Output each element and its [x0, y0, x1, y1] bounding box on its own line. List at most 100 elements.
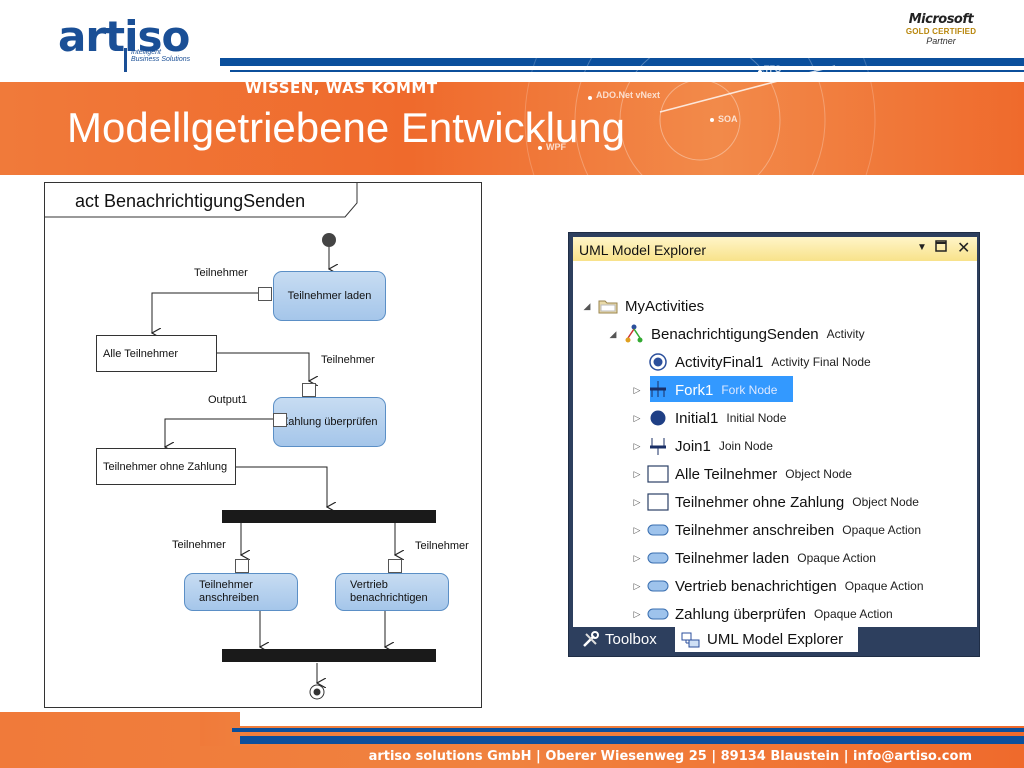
partner-name: Microsoft [908, 12, 974, 27]
collapsed-arrow-icon[interactable]: ▷ [633, 552, 641, 563]
pin-input [302, 383, 316, 397]
tree-item-myactivities[interactable]: ◢ MyActivities [581, 294, 705, 318]
activity-icon [623, 324, 645, 344]
action-icon [647, 576, 669, 596]
slogan: WISSEN, WAS KOMMT [245, 79, 438, 97]
maximize-icon[interactable] [935, 240, 947, 255]
tree-item-type: Initial Node [726, 411, 787, 425]
action-zahlung-pruefen: Zahlung überprüfen [273, 397, 386, 447]
fork-bar [222, 510, 436, 523]
collapsed-arrow-icon[interactable]: ▷ [633, 440, 641, 451]
tree-item-type: Activity Final Node [771, 355, 871, 369]
footer-blue-stripe [240, 736, 1024, 744]
logo-tagline: Intelligent Business Solutions [131, 49, 191, 63]
tree-item-name: BenachrichtigungSenden [651, 325, 819, 343]
tree-item-zahlung-pruefen[interactable]: ▷ Zahlung überprüfen Opaque Action [631, 602, 893, 626]
tree-item-name: MyActivities [625, 297, 705, 315]
action-label: anschreiben [199, 592, 259, 604]
pin-label: Teilnehmer [321, 354, 375, 366]
diagram-frame-tab [45, 183, 358, 218]
pin-label: Teilnehmer [194, 267, 248, 279]
uml-model-explorer-panel: UML Model Explorer ▼ ✕ ◢ MyActivities ◢ … [568, 232, 980, 657]
logo-bar [124, 48, 127, 72]
footer-white-band [240, 712, 1024, 726]
expanded-arrow-icon[interactable]: ◢ [609, 328, 617, 339]
pin-input [388, 559, 402, 573]
tree-item-teilnehmer-ohne-zahlung[interactable]: ▷ Teilnehmer ohne Zahlung Object Node [631, 490, 919, 514]
pin-output [273, 413, 287, 427]
tree-item-type: Opaque Action [813, 607, 893, 621]
tree-item-name: ActivityFinal1 [675, 353, 764, 371]
collapsed-arrow-icon[interactable]: ▷ [633, 468, 641, 479]
final-node-icon [647, 352, 669, 372]
deco-label-soa: SOA [718, 114, 738, 124]
header-white-band [0, 0, 1024, 82]
object-node-icon [647, 464, 669, 484]
fork-node-icon [647, 380, 669, 400]
close-icon[interactable]: ✕ [957, 240, 971, 257]
collapsed-arrow-icon[interactable]: ▷ [633, 608, 641, 619]
collapsed-arrow-icon[interactable]: ▷ [633, 524, 641, 535]
join-bar [222, 649, 436, 662]
tree-item-activityfinal1[interactable]: ActivityFinal1 Activity Final Node [631, 350, 871, 374]
action-icon [647, 548, 669, 568]
tree-item-type: Opaque Action [844, 579, 924, 593]
page-title: Modellgetriebene Entwicklung [67, 104, 625, 151]
tab-label: Toolbox [605, 631, 657, 648]
tree-item-name: Initial1 [675, 409, 719, 427]
activity-diagram: act BenachrichtigungSenden Teilnehmer la… [44, 182, 482, 708]
explorer-tree: ◢ MyActivities ◢ BenachrichtigungSenden … [573, 261, 977, 627]
header-decoration [524, 0, 876, 175]
tree-item-name: Fork1 [675, 381, 714, 399]
action-label: benachrichtigen [350, 592, 428, 604]
tab-toolbox[interactable]: Toolbox [577, 627, 673, 652]
deco-label-tfs: TFS [764, 64, 781, 74]
explorer-tab-strip: Toolbox UML Model Explorer [573, 627, 977, 654]
collapsed-arrow-icon[interactable]: ▷ [633, 384, 641, 395]
pin-input [235, 559, 249, 573]
slide-header: artiso Intelligent Business Solutions Mi… [0, 0, 1024, 175]
collapsed-arrow-icon[interactable]: ▷ [633, 580, 641, 591]
header-blue-stripe [220, 58, 1024, 66]
pin-label: Output1 [208, 394, 248, 406]
diagram-flows [45, 233, 481, 700]
tree-item-name: Teilnehmer laden [675, 549, 790, 567]
tree-item-type: Opaque Action [842, 523, 921, 537]
tree-item-name: Vertrieb benachrichtigen [675, 577, 837, 595]
partner-level: GOLD CERTIFIED [905, 27, 977, 36]
tree-item-fork1[interactable]: ▷ Fork1 Fork Node [631, 378, 777, 402]
action-teilnehmer-laden: Teilnehmer laden [273, 271, 386, 321]
pin-label: Teilnehmer [415, 540, 469, 552]
tree-item-alle-teilnehmer[interactable]: ▷ Alle Teilnehmer Object Node [631, 462, 852, 486]
tree-item-vertrieb-benachrichtigen[interactable]: ▷ Vertrieb benachrichtigen Opaque Action [631, 574, 924, 598]
tree-item-name: Zahlung überprüfen [675, 605, 806, 623]
pin-label: Teilnehmer [172, 539, 226, 551]
tree-item-teilnehmer-laden[interactable]: ▷ Teilnehmer laden Opaque Action [631, 546, 876, 570]
tab-uml-model-explorer[interactable]: UML Model Explorer [675, 627, 858, 652]
initial-node [322, 233, 336, 247]
tree-item-type: Fork Node [721, 383, 778, 397]
expanded-arrow-icon[interactable]: ◢ [583, 300, 591, 311]
header-blue-thin-stripe [230, 70, 1024, 72]
action-label: Teilnehmer laden [287, 289, 372, 302]
collapsed-arrow-icon[interactable]: ▷ [633, 496, 641, 507]
tree-item-benachrichtigungsenden[interactable]: ◢ BenachrichtigungSenden Activity [607, 322, 865, 346]
object-label: Alle Teilnehmer [103, 347, 179, 360]
tree-item-teilnehmer-anschreiben[interactable]: ▷ Teilnehmer anschreiben Opaque Action [631, 518, 921, 542]
action-label: Teilnehmer [199, 579, 253, 591]
tree-item-type: Object Node [785, 467, 852, 481]
dropdown-arrow-icon[interactable]: ▼ [917, 242, 927, 253]
explorer-title-bar: UML Model Explorer ▼ ✕ [573, 237, 977, 261]
partner-label: Partner [926, 36, 956, 46]
collapsed-arrow-icon[interactable]: ▷ [633, 412, 641, 423]
tree-item-name: Alle Teilnehmer [675, 465, 778, 483]
object-alle-teilnehmer: Alle Teilnehmer [96, 335, 217, 372]
object-node-icon [647, 492, 669, 512]
deco-label-wpf: WPF [546, 142, 566, 152]
tree-item-type: Opaque Action [797, 551, 876, 565]
tree-item-join1[interactable]: ▷ Join1 Join Node [631, 434, 773, 458]
footer-contact: artiso solutions GmbH | Oberer Wiesenweg… [368, 749, 972, 764]
tree-item-initial1[interactable]: ▷ Initial1 Initial Node [631, 406, 787, 430]
footer-blue-thin-stripe [232, 728, 1024, 732]
